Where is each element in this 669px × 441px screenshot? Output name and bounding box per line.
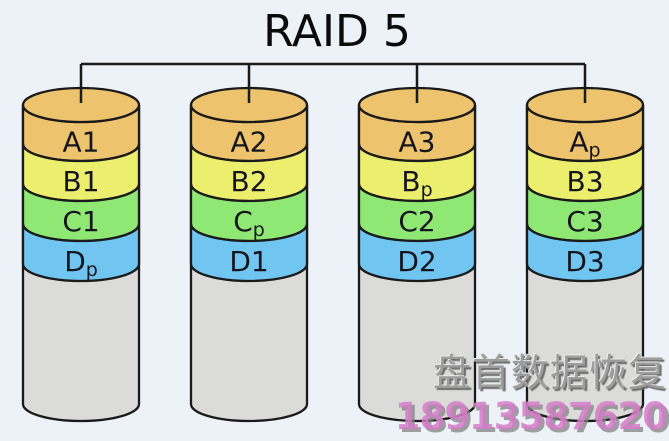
block-label: B3 <box>566 165 603 198</box>
stripe-band <box>21 223 141 283</box>
block-label: B2 <box>230 165 267 198</box>
block-label: A1 <box>63 126 100 159</box>
bus-lines <box>79 62 587 103</box>
block-label-subscript: p <box>253 219 265 241</box>
block-label-subscript: p <box>589 140 601 162</box>
block-label: C3 <box>566 205 603 238</box>
block-label: D3 <box>565 245 604 278</box>
block-label: D2 <box>397 245 436 278</box>
block-label: A2 <box>231 126 268 159</box>
stripe-band <box>357 223 477 283</box>
block-label: A3 <box>399 126 436 159</box>
stripe-band <box>525 223 645 283</box>
block-label-subscript: p <box>421 179 433 201</box>
stripe-band <box>189 223 309 283</box>
block-label-subscript: p <box>86 259 98 281</box>
block-label: C1 <box>62 205 99 238</box>
diagram-title: RAID 5 <box>263 6 411 57</box>
block-label: C2 <box>398 205 435 238</box>
block-label: D1 <box>229 245 268 278</box>
block-label: B1 <box>62 165 99 198</box>
